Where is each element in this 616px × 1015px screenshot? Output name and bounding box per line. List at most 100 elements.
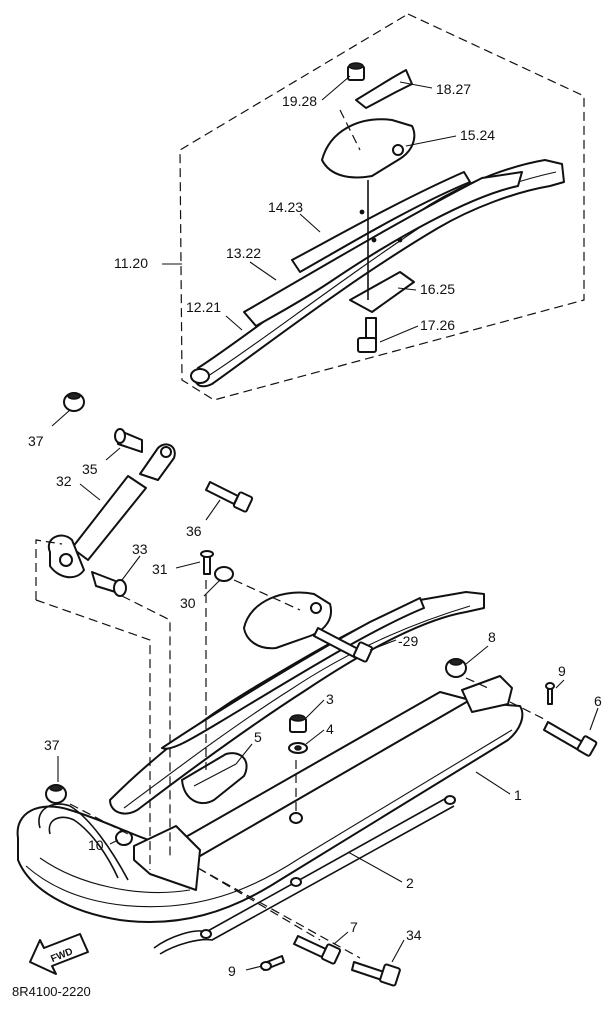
spring-stopper-fold — [193, 763, 237, 787]
callout-15-24: 15.24 — [460, 127, 495, 143]
callout-18-27: 18.27 — [436, 81, 471, 97]
seat-bolt — [313, 627, 374, 663]
small-screw-head — [200, 550, 214, 558]
cotter-pin-rear — [547, 687, 553, 705]
ski-assembly — [16, 591, 598, 987]
leader-lines — [51, 75, 599, 971]
ski-handle-loop-inner — [48, 816, 119, 879]
callout-32: 32 — [56, 473, 72, 489]
callout-37-lower: 37 — [44, 737, 60, 753]
callout-16-25: 16.25 — [420, 281, 455, 297]
spring-bolt — [357, 317, 377, 353]
cotter-pin-rear-head — [545, 682, 555, 690]
callout-4: 4 — [326, 721, 334, 737]
drawing-code: 8R4100-2220 — [12, 984, 91, 999]
callout-9-rear: 9 — [558, 663, 566, 679]
rear-bolt — [543, 721, 598, 757]
upper-nut-guide — [339, 109, 361, 151]
third-leaf-spring — [291, 171, 471, 273]
spring-stopper — [181, 752, 248, 805]
front-bolt — [293, 935, 342, 965]
callout-13-22: 13.22 — [226, 245, 261, 261]
callout-19-28: 19.28 — [282, 93, 317, 109]
front-collar — [115, 830, 133, 846]
center-stud — [289, 812, 303, 824]
installed-leaf-edge — [123, 605, 471, 809]
forward-arrow: FWD — [29, 933, 89, 975]
wear-bar-lower — [159, 805, 455, 955]
alignment-lines — [35, 109, 547, 959]
rear-bolt-guide — [509, 701, 547, 721]
cotter-pin-front-head — [260, 961, 272, 971]
callout-11-20: 11.20 — [114, 255, 148, 271]
shock-guide-left — [35, 539, 63, 600]
center-washer-hole — [294, 745, 302, 751]
callout-9-front: 9 — [228, 963, 236, 979]
lower-collar-end — [113, 579, 127, 597]
leaf-spring-assembly — [190, 62, 565, 388]
callout-8: 8 — [488, 629, 496, 645]
top-nut — [347, 62, 365, 81]
wear-bar-front-stud — [200, 929, 212, 939]
shock-absorber — [71, 475, 147, 561]
callout-37-top: 37 — [28, 433, 44, 449]
washer — [214, 566, 234, 582]
callout-29: -29 — [398, 633, 418, 649]
callout-7: 7 — [350, 919, 358, 935]
rear-nut-guide — [465, 677, 489, 689]
leaf-hole-2 — [371, 237, 377, 243]
wear-bar-stud — [290, 877, 302, 887]
callout-6: 6 — [594, 693, 602, 709]
cap-nut-lower — [45, 784, 67, 804]
callout-36: 36 — [186, 523, 202, 539]
callout-5: 5 — [254, 729, 262, 745]
callout-34: 34 — [406, 927, 422, 943]
front-lower-bolt — [351, 961, 401, 987]
ski-handle-loop — [38, 803, 129, 881]
shock-lower-hole — [59, 553, 73, 567]
second-leaf-spring — [243, 171, 523, 327]
shock-guide-down — [35, 599, 151, 870]
callout-14-23: 14.23 — [268, 199, 303, 215]
small-screw — [203, 555, 211, 575]
main-leaf-spring — [194, 159, 565, 388]
shock-mount-bolt — [205, 481, 254, 513]
front-lower-bolt-guide — [197, 867, 361, 959]
clamp-plate — [349, 271, 415, 313]
front-bolt-guide — [197, 867, 321, 941]
seat-bolt-hole — [392, 144, 404, 156]
cap-nut-top — [63, 392, 85, 412]
shock-absorber-group — [47, 392, 254, 597]
callout-10: 10 — [88, 837, 104, 853]
shock-eye-hole — [160, 446, 172, 458]
upper-bushing-end — [114, 428, 126, 444]
callout-labels: 19.28 18.27 15.24 14.23 11.20 13.22 16.2… — [28, 81, 602, 979]
callout-1: 1 — [514, 787, 522, 803]
callout-31: 31 — [152, 561, 168, 577]
installed-second-leaf — [161, 597, 425, 750]
installed-spring-seat — [243, 591, 332, 650]
rear-mount-bracket — [461, 675, 513, 713]
callout-35: 35 — [82, 461, 98, 477]
ski-running-edge — [25, 729, 513, 908]
rear-cap-nut — [445, 658, 467, 678]
wear-bar-rear-stud — [444, 795, 456, 805]
callout-30: 30 — [180, 595, 196, 611]
callout-2: 2 — [406, 875, 414, 891]
callout-33: 33 — [132, 541, 148, 557]
leaf-front-eye — [190, 368, 210, 384]
leaf-hole-3 — [397, 237, 403, 243]
spring-seat — [321, 118, 416, 179]
center-nut — [289, 714, 307, 733]
front-nut-guide — [69, 803, 129, 835]
collar-guide — [121, 595, 171, 860]
installed-seat-hole — [310, 602, 322, 614]
callout-12-21: 12.21 — [186, 299, 221, 315]
ski-inner-edge — [39, 857, 191, 893]
leaf-hole-1 — [359, 209, 365, 215]
washer-guide — [233, 579, 301, 611]
installed-leaf-spring — [109, 591, 485, 815]
callout-3: 3 — [326, 691, 334, 707]
